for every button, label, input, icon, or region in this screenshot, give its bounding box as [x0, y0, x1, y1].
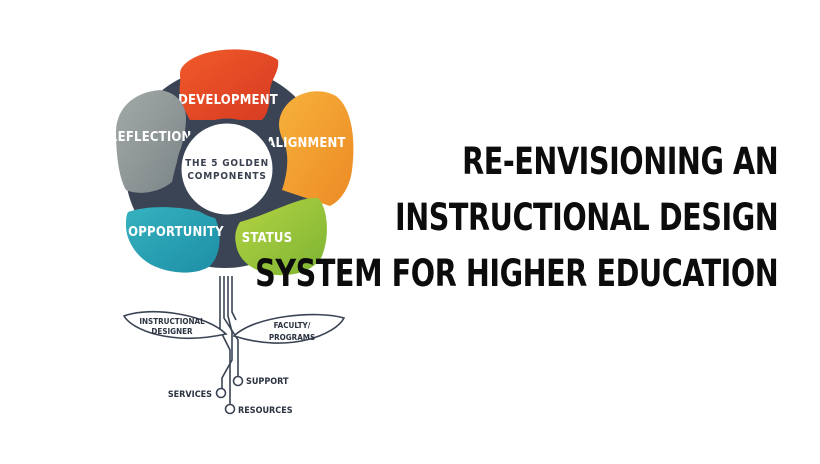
petal-alignment: ALIGNMENT [266, 91, 354, 206]
petal-label-development: DEVELOPMENT [178, 93, 278, 108]
stem [219, 276, 239, 404]
leaf-label-left-line2: DESIGNER [151, 327, 193, 336]
root-services: SERVICES [168, 387, 227, 400]
root-label-resources: RESOURCES [238, 406, 293, 416]
leaf-instructional-designer: INSTRUCTIONAL DESIGNER [122, 310, 228, 339]
center-title-line2: COMPONENTS [187, 171, 266, 182]
leaf-label-left-line1: INSTRUCTIONAL [139, 317, 205, 326]
petal-label-opportunity: OPPORTUNITY [128, 225, 224, 240]
petal-label-reflection: REFLECTION [108, 130, 191, 145]
leaf-faculty-programs: FACULTY/ PROGRAMS [232, 313, 346, 344]
petal-opportunity: OPPORTUNITY [126, 207, 224, 273]
headline: RE-ENVISIONING AN INSTRUCTIONAL DESIGN S… [254, 134, 779, 302]
root-label-services: SERVICES [168, 390, 212, 400]
petal-reflection: REFLECTION [108, 90, 191, 193]
petal-label-alignment: ALIGNMENT [266, 136, 345, 151]
headline-line1: RE-ENVISIONING AN [461, 140, 779, 183]
center-circle: THE 5 GOLDEN COMPONENTS [176, 118, 278, 220]
root-label-support: SUPPORT [246, 377, 289, 387]
center-title-line1: THE 5 GOLDEN [185, 158, 269, 169]
root-resources: RESOURCES [224, 403, 293, 416]
petal-label-status: STATUS [242, 231, 293, 246]
headline-line2: INSTRUCTIONAL DESIGN [394, 196, 779, 239]
petal-development: DEVELOPMENT [178, 49, 279, 120]
headline-line3: SYSTEM FOR HIGHER EDUCATION [254, 252, 779, 295]
leaf-label-right-line1: FACULTY/ [274, 321, 311, 330]
root-support: SUPPORT [232, 375, 289, 387]
petal-status: STATUS [235, 197, 327, 276]
leaf-label-right-line2: PROGRAMS [269, 333, 315, 342]
